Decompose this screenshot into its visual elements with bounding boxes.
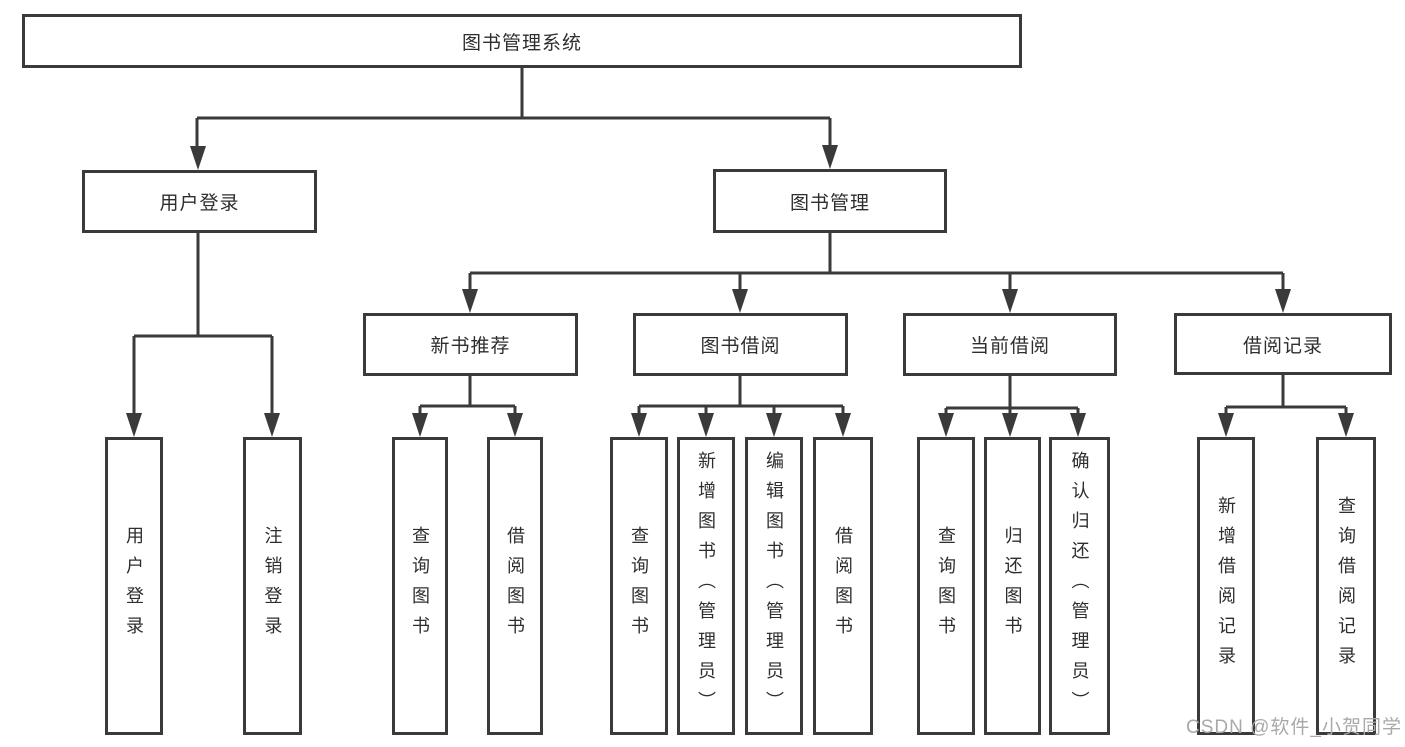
leaf-newbooks-borrow-label: 借阅图书 <box>505 526 525 646</box>
arrowhead-icon <box>190 146 206 170</box>
leaf-records-query-label: 查询借阅记录 <box>1336 496 1356 676</box>
node-user-login: 用户登录 <box>82 170 317 233</box>
node-borrow-records: 借阅记录 <box>1174 313 1392 375</box>
node-borrow-records-label: 借阅记录 <box>1242 335 1323 357</box>
node-root-label: 图书管理系统 <box>461 32 582 54</box>
leaf-newbooks-query: 查询图书 <box>392 437 448 735</box>
leaf-bookborrow-borrow-label: 借阅图书 <box>833 526 853 646</box>
arrowhead-icon <box>1002 289 1018 313</box>
arrowhead-icon <box>264 413 280 437</box>
node-book-borrow: 图书借阅 <box>633 313 848 376</box>
arrowhead-icon <box>822 145 838 169</box>
leaf-user-login-label: 用户登录 <box>124 526 144 646</box>
leaf-bookborrow-query: 查询图书 <box>610 437 668 735</box>
arrowhead-icon <box>698 413 714 437</box>
arrowhead-icon <box>1218 413 1234 437</box>
arrowhead-icon <box>835 413 851 437</box>
connector-new-books <box>418 376 517 416</box>
leaf-bookborrow-edit: 编辑图书（管理员） <box>745 437 803 735</box>
leaf-bookborrow-add-label: 新增图书（管理员） <box>696 451 716 721</box>
leaf-currentborrow-return-label: 归还图书 <box>1002 526 1023 646</box>
node-new-books: 新书推荐 <box>363 313 578 376</box>
leaf-logout: 注销登录 <box>243 437 302 735</box>
arrowhead-icon <box>766 413 782 437</box>
node-user-login-label: 用户登录 <box>159 193 240 214</box>
arrowhead-icon <box>126 413 142 437</box>
arrowhead-icon <box>1070 413 1086 437</box>
leaf-records-add: 新增借阅记录 <box>1197 437 1255 735</box>
connector-borrow-records <box>1224 375 1348 416</box>
node-book-mgmt: 图书管理 <box>713 169 947 233</box>
leaf-newbooks-query-label: 查询图书 <box>410 526 430 646</box>
leaf-bookborrow-add: 新增图书（管理员） <box>677 437 735 735</box>
arrowhead-icon <box>1338 413 1354 437</box>
connector-user-login <box>132 233 274 416</box>
arrowhead-icon <box>507 413 523 437</box>
node-book-borrow-label: 图书借阅 <box>700 336 781 357</box>
leaf-user-login: 用户登录 <box>105 437 163 735</box>
leaf-logout-label: 注销登录 <box>262 526 283 646</box>
leaf-newbooks-borrow: 借阅图书 <box>487 437 543 735</box>
leaf-bookborrow-edit-label: 编辑图书（管理员） <box>764 451 784 721</box>
connector-current-borrow <box>944 376 1080 416</box>
arrowhead-icon <box>732 289 748 313</box>
connector-book-borrow <box>637 376 845 416</box>
connector-root <box>195 68 832 150</box>
node-new-books-label: 新书推荐 <box>430 336 511 357</box>
arrowhead-icon <box>1002 413 1018 437</box>
leaf-bookborrow-borrow: 借阅图书 <box>813 437 873 735</box>
node-current-borrow-label: 当前借阅 <box>969 336 1050 357</box>
leaf-records-query: 查询借阅记录 <box>1316 437 1376 735</box>
leaf-currentborrow-confirm-label: 确认归还（管理员） <box>1069 451 1090 721</box>
arrowhead-icon <box>462 289 478 313</box>
arrowhead-icon <box>1275 289 1291 313</box>
leaf-currentborrow-return: 归还图书 <box>984 437 1041 735</box>
watermark: CSDN @软件_小贺同学 <box>1186 717 1402 738</box>
node-current-borrow: 当前借阅 <box>903 313 1117 376</box>
leaf-bookborrow-query-label: 查询图书 <box>629 526 649 646</box>
leaf-currentborrow-query-label: 查询图书 <box>936 526 956 646</box>
connector-book-mgmt <box>468 233 1285 292</box>
leaf-currentborrow-query: 查询图书 <box>917 437 975 735</box>
arrowhead-icon <box>938 413 954 437</box>
leaf-records-add-label: 新增借阅记录 <box>1216 496 1236 676</box>
leaf-currentborrow-confirm: 确认归还（管理员） <box>1049 437 1110 735</box>
node-root: 图书管理系统 <box>22 14 1022 68</box>
arrowhead-icon <box>412 413 428 437</box>
arrowhead-icon <box>631 413 647 437</box>
node-book-mgmt-label: 图书管理 <box>789 192 870 214</box>
